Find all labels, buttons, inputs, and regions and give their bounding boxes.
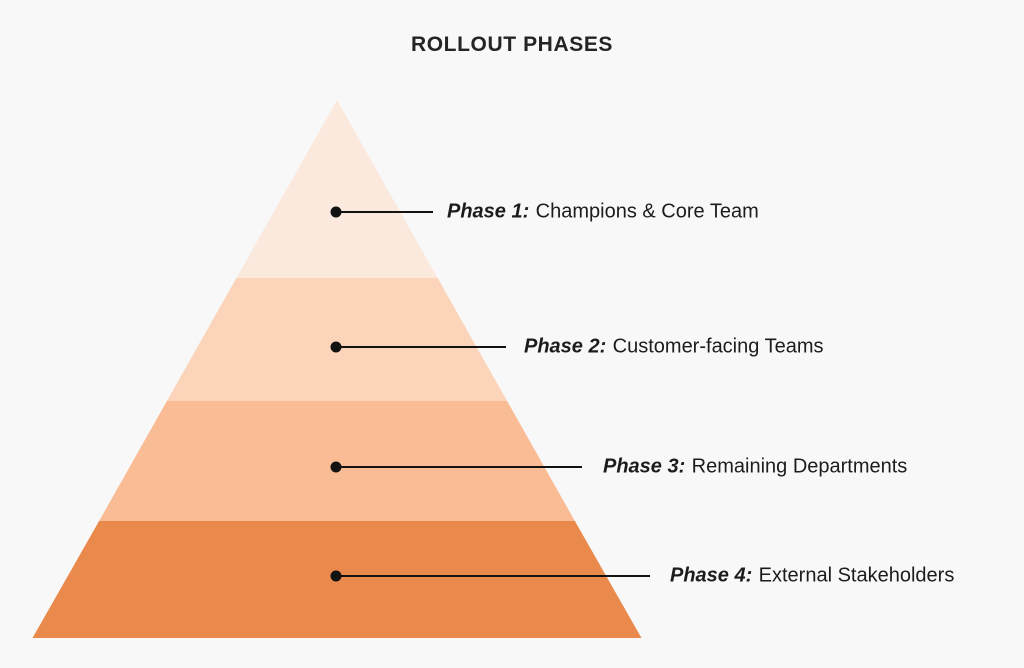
pyramid-layer-2	[166, 278, 508, 401]
diagram-title: ROLLOUT PHASES	[410, 33, 614, 56]
phase-4-label-text: External Stakeholders	[758, 564, 955, 587]
phase-3-label: Phase 3:Remaining Departments	[603, 456, 907, 479]
phase-2-label-text: Customer-facing Teams	[612, 335, 824, 358]
phase-4-dot	[330, 570, 342, 582]
phase-3-label-prefix: Phase 3:	[603, 455, 686, 478]
phase-2-label-prefix: Phase 2:	[524, 335, 607, 358]
phase-2-dot	[330, 341, 342, 353]
phase-3-dot	[330, 461, 342, 473]
pyramid-layer-1	[236, 100, 438, 278]
phase-3-label-text: Remaining Departments	[691, 455, 908, 478]
phase-1-label-prefix: Phase 1:	[447, 200, 530, 223]
phase-4-label-prefix: Phase 4:	[670, 564, 753, 587]
phase-1-label: Phase 1:Champions & Core Team	[447, 201, 759, 224]
phase-2-label: Phase 2:Customer-facing Teams	[524, 336, 823, 359]
phase-1-label-text: Champions & Core Team	[535, 200, 759, 223]
pyramid-layer-3	[99, 401, 575, 521]
phase-1-dot	[330, 206, 342, 218]
phase-4-label: Phase 4:External Stakeholders	[670, 565, 954, 588]
